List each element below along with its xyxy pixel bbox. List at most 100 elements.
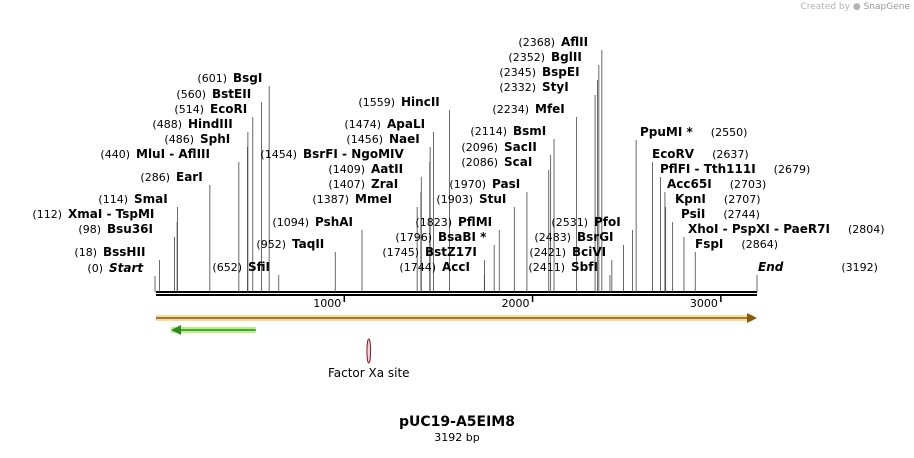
site-name: PpuMI *: [640, 125, 694, 139]
site-name: BsmI: [513, 124, 546, 138]
site-name: Acc65I: [667, 177, 712, 191]
site-position: (652): [212, 261, 242, 274]
vector-arrow-head: [747, 313, 757, 323]
site-name: AccI: [442, 260, 470, 274]
site-position: (112): [32, 208, 62, 221]
site-name: StuI: [479, 192, 506, 206]
site-name: BsrGI: [577, 230, 614, 244]
site-position: (1454): [260, 148, 297, 161]
site-name: EcoRI: [210, 102, 247, 116]
site-position: (2483): [534, 231, 571, 244]
site-name: StyI: [542, 80, 569, 94]
site-name: SbfI: [571, 260, 598, 274]
site-name: EcoRV: [652, 147, 695, 161]
site-position: (1823): [415, 216, 452, 229]
site-position: (3192): [841, 261, 878, 274]
site-name: SfiI: [248, 260, 270, 274]
site-position: (2744): [723, 208, 760, 221]
site-name: MmeI: [355, 192, 392, 206]
site-position: (2550): [711, 126, 748, 139]
site-name: MfeI: [535, 102, 565, 116]
site-name: BspEI: [542, 65, 580, 79]
site-name: BstZ17I: [425, 245, 477, 259]
site-name: PflFI - Tth111I: [660, 162, 756, 176]
green-arrow-head: [171, 325, 182, 335]
site-name: BciVI: [572, 245, 606, 259]
site-position: (1456): [346, 133, 383, 146]
site-name: PflMI: [458, 215, 492, 229]
site-name: BssHII: [103, 245, 145, 259]
site-position: (1407): [328, 178, 365, 191]
site-name: FspI: [695, 237, 723, 251]
site-position: (2368): [518, 36, 555, 49]
site-name: SmaI: [134, 192, 168, 206]
site-name: ZraI: [371, 177, 398, 191]
site-name: HincII: [401, 95, 440, 109]
site-position: (1387): [312, 193, 349, 206]
site-position: (2637): [712, 148, 749, 161]
site-position: (2096): [461, 141, 498, 154]
map-title: pUC19-A5EIM8: [399, 414, 515, 430]
site-position: (1474): [344, 118, 381, 131]
site-position: (1796): [395, 231, 432, 244]
snapgene-logo-icon: ●: [852, 2, 861, 12]
ruler-tick-label: 1000: [313, 297, 341, 310]
site-name: MluI - AflIII: [136, 147, 210, 161]
factor-xa-site-marker: [366, 338, 372, 364]
ruler-tick-label: 2000: [502, 297, 530, 310]
site-position: (18): [74, 246, 97, 259]
site-name: Start: [109, 261, 144, 275]
site-name: NaeI: [389, 132, 420, 146]
site-position: (0): [87, 262, 103, 275]
site-name: BsaBI *: [438, 230, 487, 244]
site-position: (2114): [470, 125, 507, 138]
site-position: (2707): [724, 193, 761, 206]
site-position: (2086): [461, 156, 498, 169]
site-name: BsrFI - NgoMIV: [303, 147, 404, 161]
site-name: AatII: [371, 162, 403, 176]
site-name: BsgI: [233, 71, 262, 85]
site-name: XhoI - PspXI - PaeR7I: [688, 222, 830, 236]
site-name: BglII: [551, 50, 582, 64]
site-position: (1744): [399, 261, 436, 274]
site-name: Bsu36I: [107, 222, 153, 236]
site-name: EarI: [176, 170, 203, 184]
site-name: TaqII: [292, 237, 324, 251]
site-name: End: [758, 260, 784, 274]
site-position: (1409): [328, 163, 365, 176]
site-position: (560): [176, 88, 206, 101]
site-position: (1970): [449, 178, 486, 191]
site-position: (2804): [848, 223, 885, 236]
site-name: ApaLI: [387, 117, 425, 131]
site-position: (514): [174, 103, 204, 116]
site-position: (952): [256, 238, 286, 251]
site-position: (114): [98, 193, 128, 206]
site-position: (2411): [528, 261, 565, 274]
site-name: XmaI - TspMI: [68, 207, 154, 221]
site-name: SacII: [504, 140, 537, 154]
map-length: 3192 bp: [434, 431, 480, 444]
site-position: (2679): [774, 163, 811, 176]
snapgene-watermark: Created by ● SnapGene: [800, 2, 910, 12]
site-name: PasI: [492, 177, 520, 191]
site-name: PshAI: [315, 215, 353, 229]
site-position: (1559): [358, 96, 395, 109]
site-position: (1903): [436, 193, 473, 206]
site-position: (601): [197, 72, 227, 85]
factor-xa-site-label: Factor Xa site: [328, 366, 410, 380]
site-position: (2531): [551, 216, 588, 229]
site-name: PsiI: [681, 207, 705, 221]
site-position: (2332): [499, 81, 536, 94]
site-name: HindIII: [188, 117, 233, 131]
site-name: BstEII: [212, 87, 251, 101]
site-position: (1745): [382, 246, 419, 259]
site-position: (2421): [529, 246, 566, 259]
site-name: KpnI: [675, 192, 706, 206]
site-position: (440): [100, 148, 130, 161]
site-position: (486): [164, 133, 194, 146]
site-name: SphI: [200, 132, 230, 146]
site-position: (98): [78, 223, 101, 236]
site-position: (2234): [492, 103, 529, 116]
site-position: (488): [152, 118, 182, 131]
